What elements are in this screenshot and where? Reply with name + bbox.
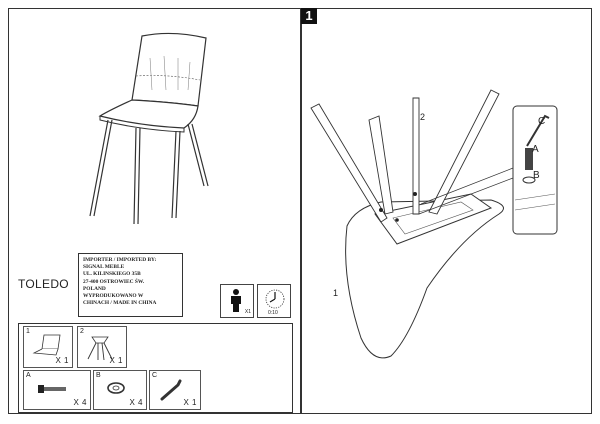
part-qty: X 4 [129,398,143,407]
callout-seat: 1 [333,288,339,298]
part-qty: X 1 [109,356,123,365]
persons-box: X1 [220,284,254,318]
part-qty: X 4 [73,398,87,407]
time-box: 0:10 [257,284,291,318]
washer-icon [107,382,125,394]
part-id: C [152,372,158,379]
callout-bolt: A [532,144,539,155]
callout-washer: B [533,170,540,181]
part-washer: B X 4 [93,370,147,410]
chair-legs-icon [87,336,113,361]
importer-line: UL. KILINSKIEGO 35B [83,271,141,278]
part-id: A [26,372,31,379]
time-value: 0:10 [268,310,278,316]
persons-count: X1 [244,309,251,315]
importer-line: SIGNAL MEBLE [83,264,125,271]
left-page [8,8,301,414]
callout-legs: 2 [420,112,426,122]
importer-line: CHINACH / MADE IN CHINA [83,300,157,307]
product-name: TOLEDO [18,277,69,291]
bolt-icon [38,385,66,393]
part-id: 1 [26,328,30,335]
importer-line: WYPRODUKOWANO W [83,293,144,300]
assembly-info: X1 0:10 [220,284,292,318]
part-id: 2 [80,328,84,335]
part-qty: X 1 [183,398,197,407]
importer-line: IMPORTER / IMPORTED BY: [83,257,157,263]
parts-list: 1 X 1 2 X 1 A X 4 B X 4 C [18,323,293,413]
assembly-illustration [310,89,558,359]
person-icon [231,289,241,312]
allen-key-icon [160,379,182,401]
importer-line: 27-400 OSTROWIEC ŚW. [83,278,145,285]
step-number: 1 [301,8,317,24]
part-seat: 1 X 1 [23,326,73,368]
right-page [301,8,592,414]
part-id: B [96,372,101,379]
clock-icon [265,289,285,309]
importer-line: POLAND [83,285,106,292]
part-legs: 2 X 1 [77,326,127,368]
part-allen-key: C X 1 [149,370,201,410]
importer-box: IMPORTER / IMPORTED BY: SIGNAL MEBLE UL.… [78,253,183,317]
part-qty: X 1 [55,356,69,365]
chair-seat-icon [32,334,61,356]
callout-key: C [538,116,546,127]
chair-illustration [89,32,209,225]
part-bolt: A X 4 [23,370,91,410]
